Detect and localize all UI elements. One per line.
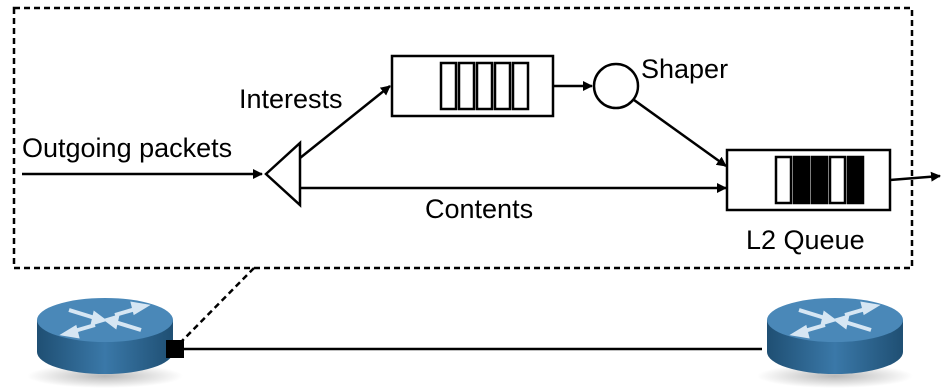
circle-shaper-icon [592,62,640,110]
square-port-icon [166,340,184,358]
router-icon [27,298,183,388]
shaper-label: Shaper [641,54,728,84]
router-icon [757,298,913,388]
shaper-to-l2-arrow [633,98,727,168]
queue-slot [439,61,458,111]
queue-slot [493,61,512,111]
zoom-connector [179,267,255,344]
interest-queue [390,54,555,118]
queue-slot [792,155,811,205]
l2-queue-label: L2 Queue [746,225,865,255]
outgoing-packets-label: Outgoing packets [22,133,232,163]
queue-slot [457,61,476,111]
queue-slot [511,61,530,111]
l2-queue [725,148,892,212]
interests-arrow [299,85,391,159]
queue-slot [828,155,847,205]
queue-slot [475,61,494,111]
contents-label: Contents [425,194,533,224]
queue-slot [810,155,829,205]
queue-slot [846,155,865,205]
interests-label: Interests [239,84,343,114]
triangle-demux-icon [264,140,302,208]
l2-output-arrow [889,171,941,182]
node-internals-box [12,6,914,270]
queue-slot [774,155,793,205]
